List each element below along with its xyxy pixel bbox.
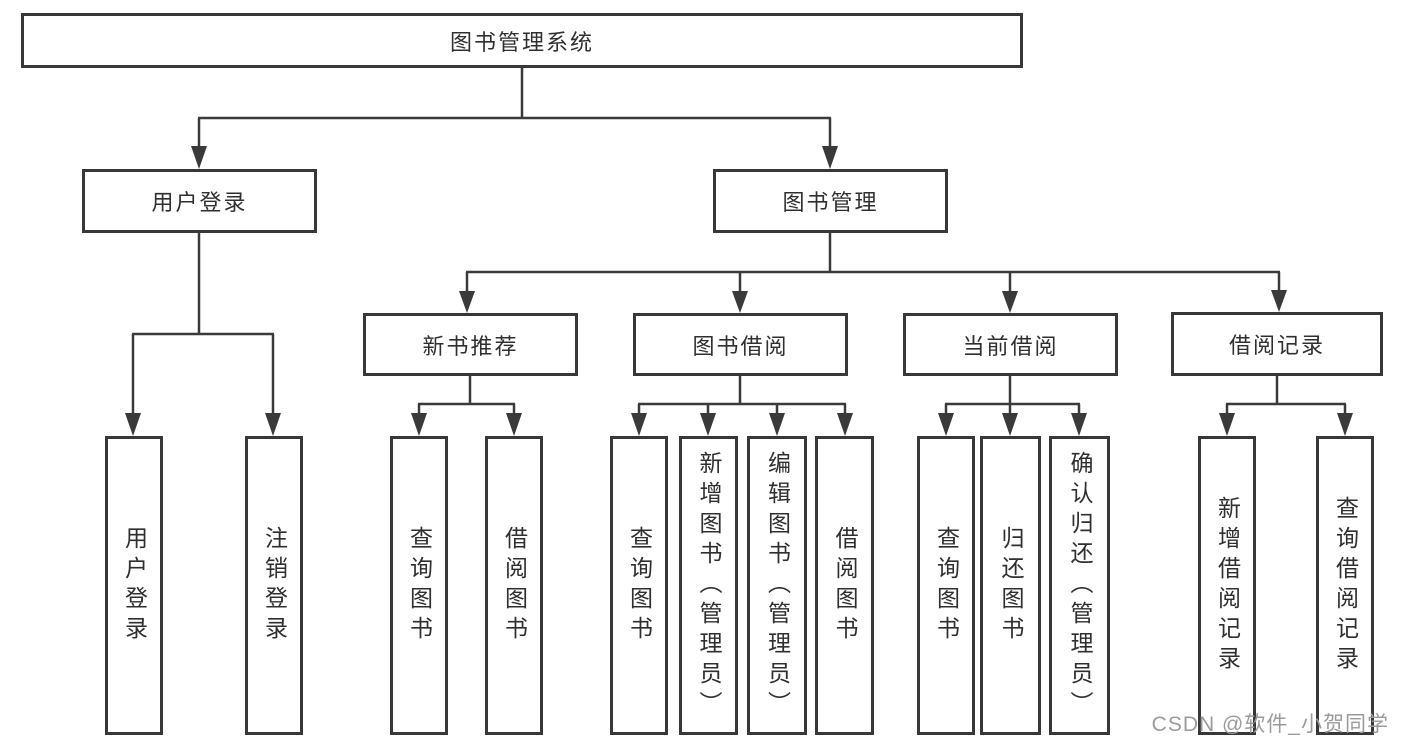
leaf-query-books-recommend: 查询图书	[390, 436, 448, 735]
node-user-login: 用户登录	[82, 169, 317, 233]
leaf-query-books-current: 查询图书	[917, 436, 975, 735]
leaf-add-books-admin: 新增图书（管理员）	[679, 436, 738, 735]
leaf-query-borrow-record: 查询借阅记录	[1316, 436, 1374, 735]
leaf-query-books-borrow: 查询图书	[610, 436, 668, 735]
node-current-borrow: 当前借阅	[903, 313, 1118, 376]
leaf-return-books: 归还图书	[980, 436, 1041, 735]
leaf-add-borrow-record: 新增借阅记录	[1198, 436, 1256, 735]
node-new-book-recommend: 新书推荐	[363, 313, 578, 376]
leaf-user-login: 用户登录	[105, 436, 163, 735]
node-book-management: 图书管理	[713, 169, 948, 233]
leaf-confirm-return-admin: 确认归还（管理员）	[1049, 436, 1110, 735]
watermark-text: CSDN @软件_小贺同学	[1151, 713, 1389, 736]
node-book-borrow: 图书借阅	[633, 313, 848, 376]
leaf-borrow-books: 借阅图书	[815, 436, 874, 735]
leaf-borrow-books-recommend: 借阅图书	[485, 436, 543, 735]
leaf-edit-books-admin: 编辑图书（管理员）	[747, 436, 807, 735]
node-borrow-record: 借阅记录	[1171, 312, 1383, 376]
leaf-logout-login: 注销登录	[245, 436, 303, 735]
node-library-system: 图书管理系统	[21, 13, 1023, 68]
